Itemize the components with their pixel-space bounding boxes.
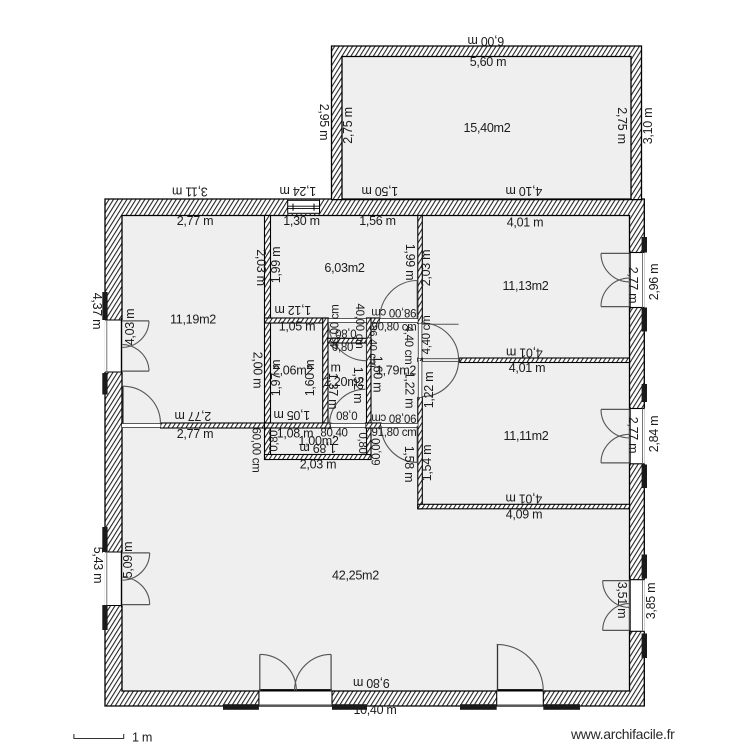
svg-text:11,19m2: 11,19m2 xyxy=(170,313,216,327)
svg-text:10,40 m: 10,40 m xyxy=(353,703,396,717)
svg-text:2,77 m: 2,77 m xyxy=(177,427,213,441)
svg-text:4,01 m: 4,01 m xyxy=(509,361,545,375)
svg-text:11,13m2: 11,13m2 xyxy=(503,279,549,293)
svg-text:2,77 m: 2,77 m xyxy=(177,214,213,228)
svg-text:1,05 m: 1,05 m xyxy=(279,320,315,334)
svg-text:4,40 cm: 4,40 cm xyxy=(402,326,414,365)
svg-text:4,37 m: 4,37 m xyxy=(90,293,104,329)
svg-text:2,06m2: 2,06m2 xyxy=(273,364,314,378)
svg-text:4,03 m: 4,03 m xyxy=(123,309,137,345)
svg-text:1,05 m: 1,05 m xyxy=(274,408,310,422)
svg-text:1,50 m: 1,50 m xyxy=(362,184,398,198)
svg-text:1,00m2: 1,00m2 xyxy=(298,434,339,448)
svg-text:98,00 cm: 98,00 cm xyxy=(372,306,417,318)
svg-text:1,56 m: 1,56 m xyxy=(359,214,395,228)
svg-text:3,51 m: 3,51 m xyxy=(615,582,629,618)
svg-text:1,08 m: 1,08 m xyxy=(277,427,313,441)
svg-text:4,40 cm: 4,40 cm xyxy=(421,316,433,355)
svg-text:2,75 m: 2,75 m xyxy=(341,107,355,143)
svg-text:91,80 cm: 91,80 cm xyxy=(372,427,417,439)
svg-text:1,99 m: 1,99 m xyxy=(269,247,283,283)
svg-text:5,09 m: 5,09 m xyxy=(121,542,135,578)
svg-text:1,54 m: 1,54 m xyxy=(420,445,434,481)
svg-text:2,03 m: 2,03 m xyxy=(300,458,336,472)
svg-text:5,43 m: 5,43 m xyxy=(91,547,105,583)
svg-text:60,00 cm: 60,00 cm xyxy=(250,428,262,473)
svg-text:1,58 m: 1,58 m xyxy=(402,446,416,482)
svg-text:90,80 cm: 90,80 cm xyxy=(372,412,417,424)
svg-text:2,84 m: 2,84 m xyxy=(647,416,661,452)
svg-text:4,01 m: 4,01 m xyxy=(507,216,543,230)
svg-text:1,24 m: 1,24 m xyxy=(280,184,316,198)
svg-text:m: m xyxy=(330,361,340,375)
svg-text:42,25m2: 42,25m2 xyxy=(332,569,379,583)
svg-text:3,85 m: 3,85 m xyxy=(644,583,658,619)
svg-text:1,52 m: 1,52 m xyxy=(351,367,365,403)
svg-text:0,80: 0,80 xyxy=(335,327,356,339)
svg-text:9,80 m: 9,80 m xyxy=(353,676,389,690)
svg-text:1,12 m: 1,12 m xyxy=(275,303,311,317)
svg-text:15,40m2: 15,40m2 xyxy=(464,121,511,135)
svg-text:40,00 cm: 40,00 cm xyxy=(353,304,365,349)
svg-text:1 m: 1 m xyxy=(132,731,152,745)
svg-text:6,03m2: 6,03m2 xyxy=(324,261,365,275)
svg-text:1,37 m: 1,37 m xyxy=(326,373,340,409)
svg-text:1,22 m: 1,22 m xyxy=(403,372,417,408)
svg-text:2,03 m: 2,03 m xyxy=(419,250,433,286)
svg-text:1,30 m: 1,30 m xyxy=(283,214,319,228)
svg-text:2,03 m: 2,03 m xyxy=(254,249,268,285)
svg-text:2,96 m: 2,96 m xyxy=(647,264,661,300)
svg-text:1,97 m: 1,97 m xyxy=(269,360,283,396)
svg-text:5,60 m: 5,60 m xyxy=(470,55,506,69)
svg-text:4,01 m: 4,01 m xyxy=(506,345,542,359)
svg-text:11,11m2: 11,11m2 xyxy=(503,429,548,443)
svg-text:4,10 m: 4,10 m xyxy=(506,184,542,198)
svg-text:www.archifacile.fr: www.archifacile.fr xyxy=(570,726,675,742)
svg-text:2,77 m: 2,77 m xyxy=(626,267,640,303)
svg-text:1,79m2: 1,79m2 xyxy=(376,364,417,378)
svg-text:6,00 m: 6,00 m xyxy=(468,34,504,48)
svg-text:1,89 m: 1,89 m xyxy=(300,441,336,455)
svg-text:2,95 m: 2,95 m xyxy=(317,104,331,140)
svg-text:1,22 m: 1,22 m xyxy=(422,372,436,408)
svg-text:1,60 m: 1,60 m xyxy=(371,356,385,392)
svg-text:4,09 m: 4,09 m xyxy=(506,508,542,522)
svg-text:36,40 cm: 36,40 cm xyxy=(367,325,379,368)
svg-text:2,77 m: 2,77 m xyxy=(626,417,640,453)
svg-text:40,00 cm: 40,00 cm xyxy=(330,305,342,350)
svg-text:2,77 m: 2,77 m xyxy=(175,409,211,423)
svg-text:1,60 m: 1,60 m xyxy=(303,360,317,396)
svg-text:3,11 m: 3,11 m xyxy=(172,185,208,199)
svg-text:1,20m2: 1,20m2 xyxy=(324,375,365,389)
svg-text:0,80: 0,80 xyxy=(336,409,357,421)
svg-text:80,40: 80,40 xyxy=(320,428,347,440)
svg-text:0,80: 0,80 xyxy=(356,432,368,453)
svg-text:2,75 m: 2,75 m xyxy=(615,107,629,143)
svg-text:3,10 m: 3,10 m xyxy=(641,108,655,144)
svg-text:0,80: 0,80 xyxy=(269,430,281,451)
svg-text:1,99 m: 1,99 m xyxy=(403,244,417,280)
svg-text:4,01 m: 4,01 m xyxy=(506,491,542,505)
svg-text:90,80 cm: 90,80 cm xyxy=(372,322,417,334)
svg-text:60,00: 60,00 xyxy=(371,438,383,465)
svg-text:2,00 m: 2,00 m xyxy=(251,352,265,388)
svg-text:0,80: 0,80 xyxy=(332,342,353,354)
